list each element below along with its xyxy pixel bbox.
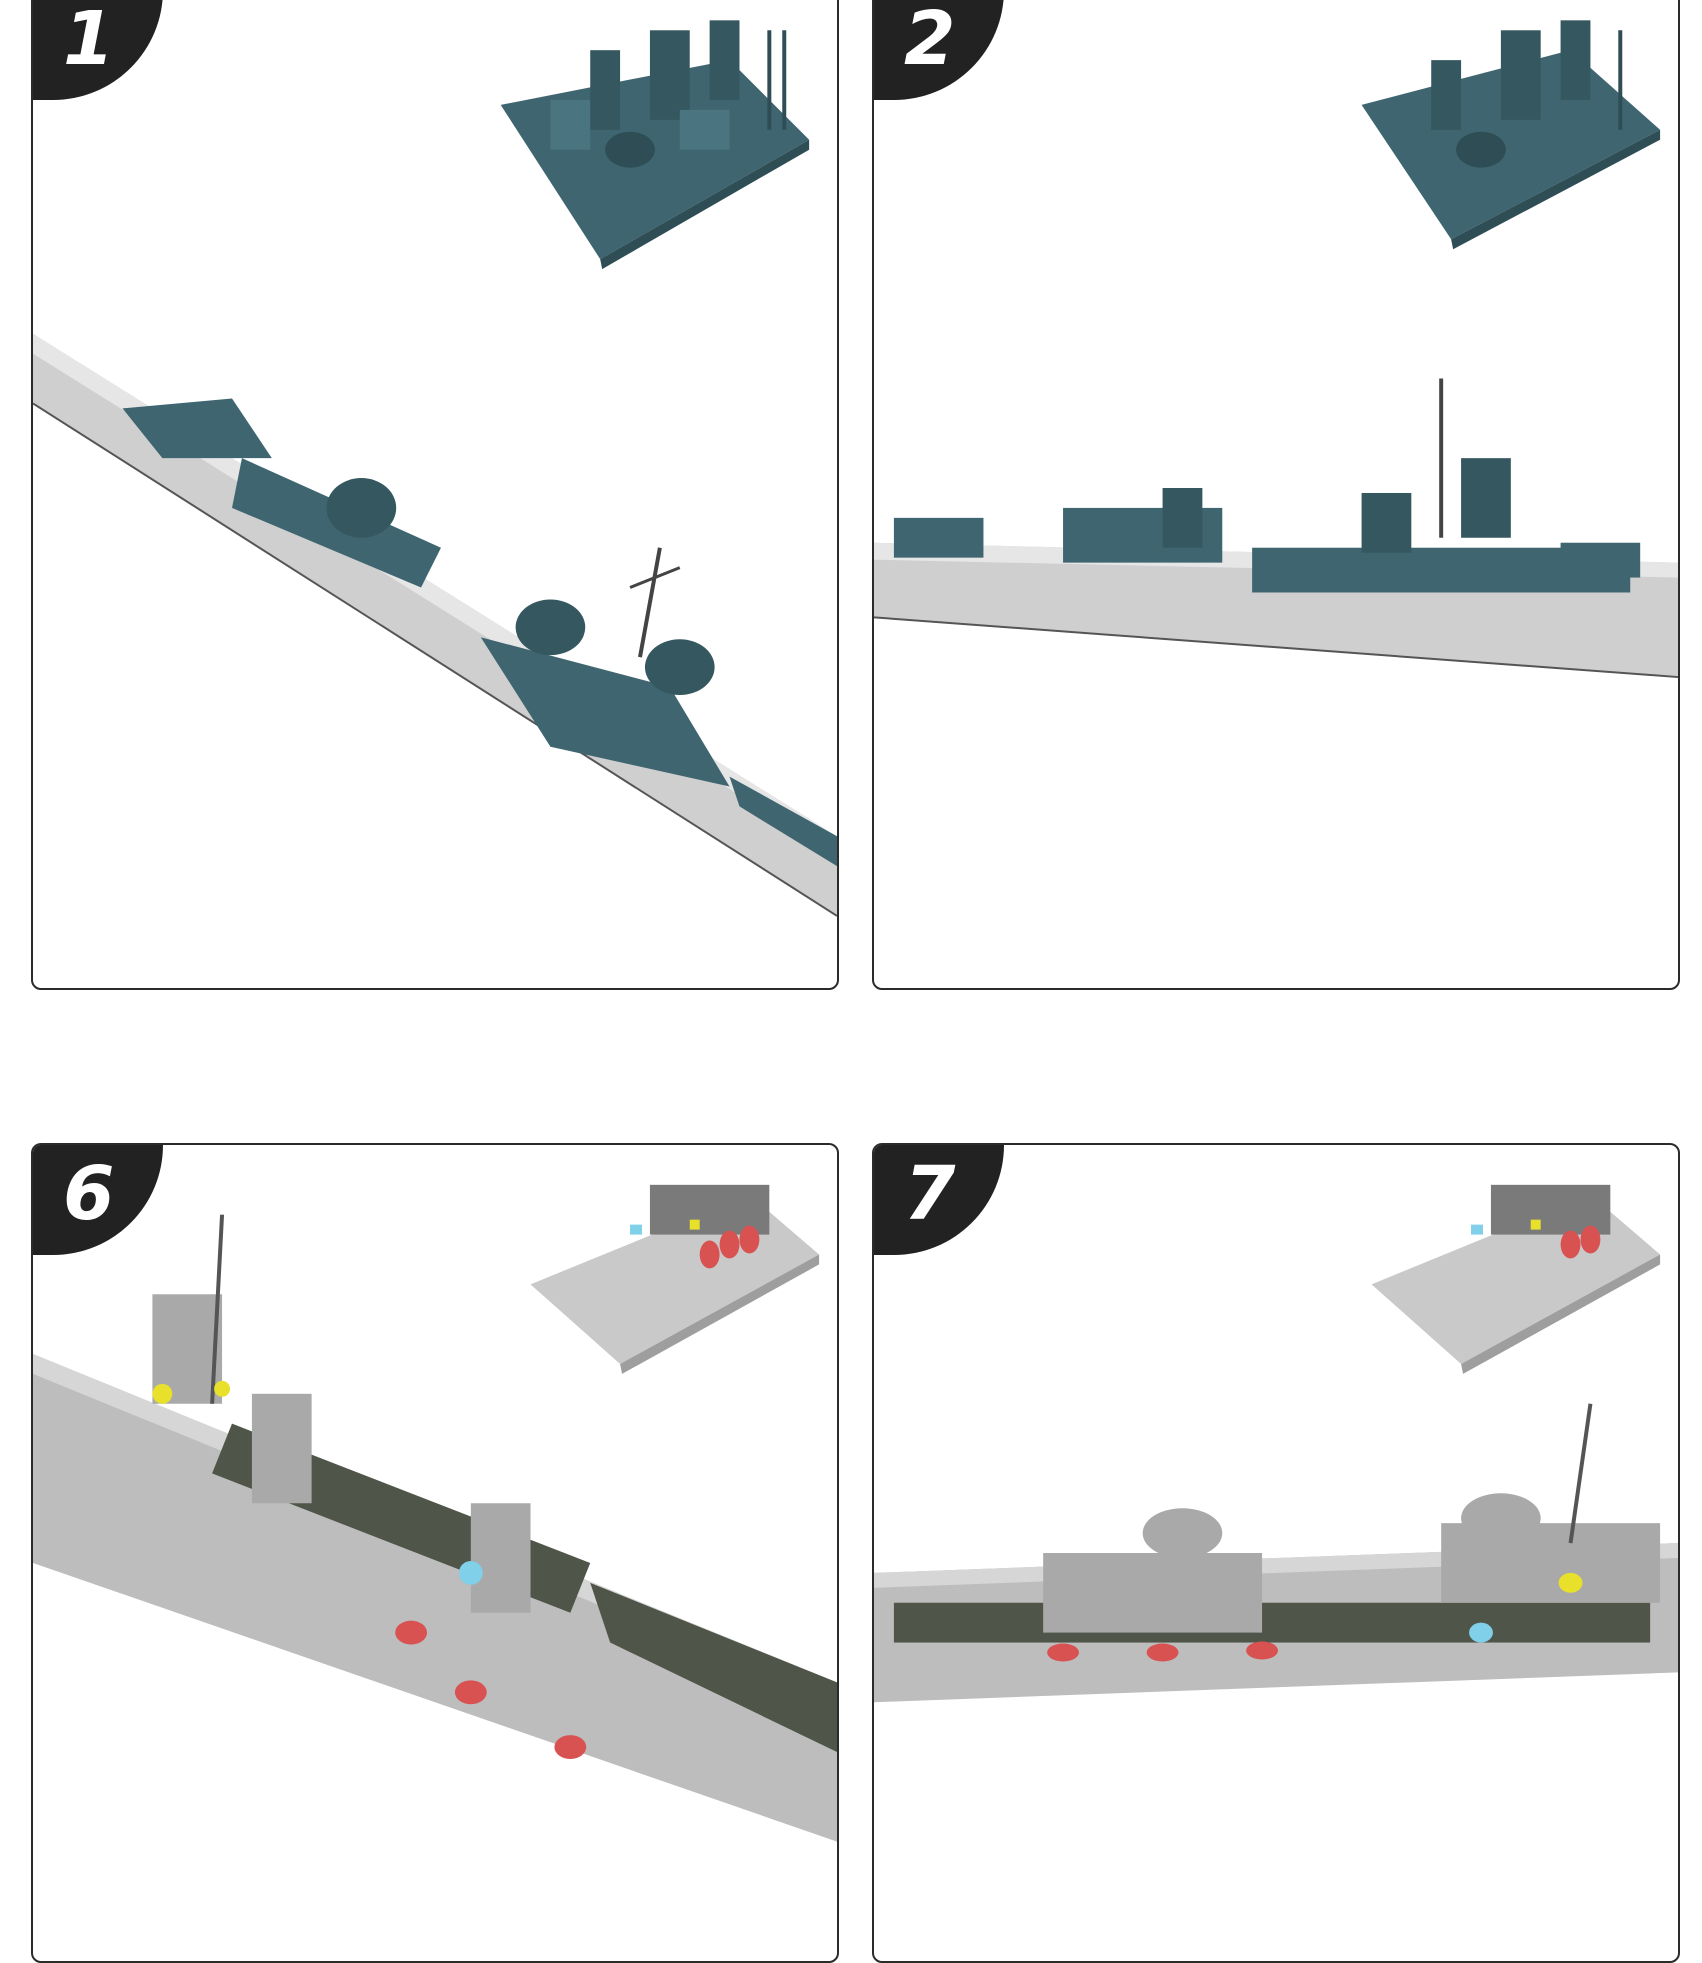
step-badge: 6	[33, 1145, 163, 1255]
parts-sprue	[1361, 20, 1661, 250]
step-panel-1: 1	[31, 0, 839, 990]
step-badge: 7	[874, 1145, 1004, 1255]
step-panel-6: 6	[31, 1143, 839, 1963]
step-panel-7: 7	[872, 1143, 1680, 1963]
step-badge: 1	[33, 0, 163, 100]
ship-hull	[874, 378, 1678, 679]
ship-illustration	[874, 1184, 1678, 1703]
step-badge: 2	[874, 0, 1004, 100]
ship-illustration	[33, 1184, 837, 1842]
ship-hull	[874, 1403, 1678, 1703]
parts-sprue	[1371, 1184, 1661, 1374]
step-number: 2	[904, 0, 955, 82]
parts-sprue	[500, 20, 810, 270]
step-number: 1	[63, 0, 114, 82]
ship-illustration	[874, 20, 1678, 679]
ship-hull	[33, 1214, 837, 1842]
step-number: 7	[904, 1151, 955, 1237]
step-number: 6	[63, 1151, 114, 1237]
ship-illustration	[33, 20, 837, 917]
step-panel-2: 2	[872, 0, 1680, 990]
parts-sprue	[530, 1184, 820, 1374]
ship-hull	[33, 333, 837, 917]
